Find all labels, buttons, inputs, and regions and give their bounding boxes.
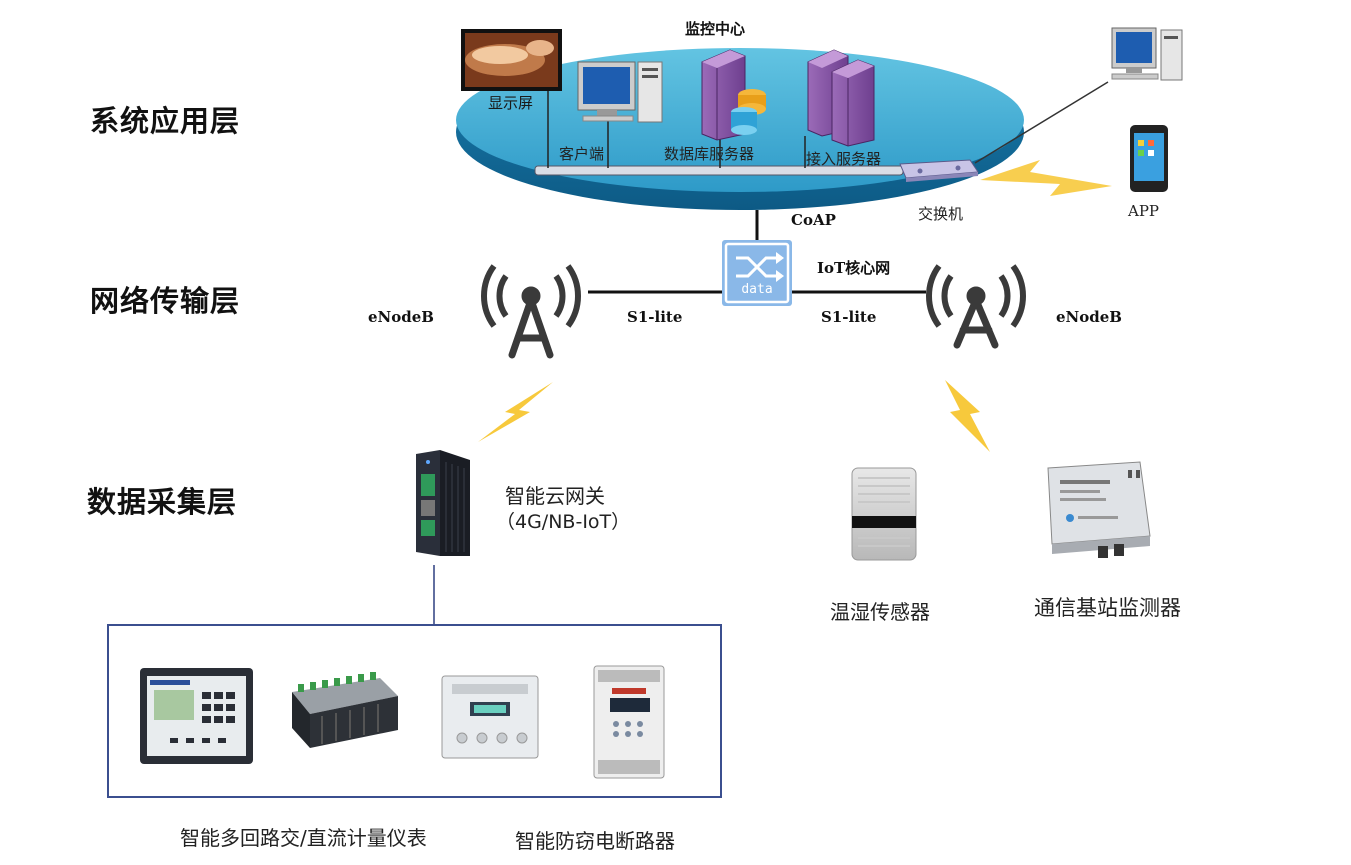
enodeb-right-label: eNodeB bbox=[1056, 308, 1122, 326]
iot-core-label: IoT核心网 bbox=[817, 259, 891, 277]
smartphone-icon bbox=[1130, 125, 1168, 192]
layer-label-network: 网络传输层 bbox=[90, 284, 241, 318]
gateway-name-label: 智能云网关 bbox=[505, 484, 605, 508]
din-rail-meter-icon bbox=[292, 672, 398, 748]
enodeb-right-tower-icon bbox=[926, 264, 1026, 349]
sensor-label: 温湿传感器 bbox=[830, 600, 930, 624]
switch-to-pc-line bbox=[974, 81, 1109, 164]
coap-label: CoAP bbox=[791, 211, 836, 229]
access-server-label: 接入服务器 bbox=[806, 150, 882, 168]
layer-label-application: 系统应用层 bbox=[90, 104, 241, 138]
database-server-icon bbox=[701, 49, 766, 141]
gateway-spec-label: （4G/NB-IoT） bbox=[496, 511, 631, 533]
base-station-monitor-icon bbox=[1047, 461, 1151, 558]
din-energy-meter-icon bbox=[441, 675, 539, 759]
field-devices-box bbox=[107, 624, 722, 798]
enodeb-left-label: eNodeB bbox=[368, 308, 434, 326]
data-icon-text: data bbox=[741, 282, 773, 297]
client-pc-icon bbox=[577, 61, 663, 123]
access-server-icon bbox=[807, 49, 875, 147]
base-monitor-label: 通信基站监测器 bbox=[1034, 596, 1181, 620]
client-label: 客户端 bbox=[559, 145, 605, 163]
wireless-lightning-right-icon bbox=[945, 380, 990, 452]
remote-pc-icon bbox=[1111, 27, 1183, 81]
switch-label: 交换机 bbox=[918, 205, 964, 223]
smart-gateway-device-icon bbox=[416, 450, 470, 556]
breaker-label: 智能防窃电断路器 bbox=[515, 829, 675, 853]
enodeb-left-tower-icon bbox=[481, 264, 581, 359]
temp-humidity-sensor-icon bbox=[851, 467, 917, 561]
app-label: APP bbox=[1128, 202, 1160, 220]
display-screen-icon bbox=[461, 29, 562, 91]
lan-drop-lines bbox=[547, 80, 806, 168]
s1-lite-left-label: S1-lite bbox=[627, 308, 683, 326]
multi-circuit-meter-icon bbox=[140, 668, 253, 764]
wireless-lightning-left-icon bbox=[478, 382, 553, 442]
monitor-center-title: 监控中心 bbox=[685, 20, 746, 38]
display-screen-label: 显示屏 bbox=[488, 94, 534, 112]
iot-core-data-icon bbox=[722, 240, 792, 306]
smart-breaker-icon bbox=[593, 665, 665, 779]
db-server-label: 数据库服务器 bbox=[664, 145, 755, 163]
network-switch-icon bbox=[899, 159, 979, 182]
wireless-lightning-icon bbox=[980, 160, 1112, 196]
layer-label-collection: 数据采集层 bbox=[87, 485, 238, 519]
s1-lite-right-label: S1-lite bbox=[821, 308, 877, 326]
meter-label: 智能多回路交/直流计量仪表 bbox=[180, 826, 427, 850]
